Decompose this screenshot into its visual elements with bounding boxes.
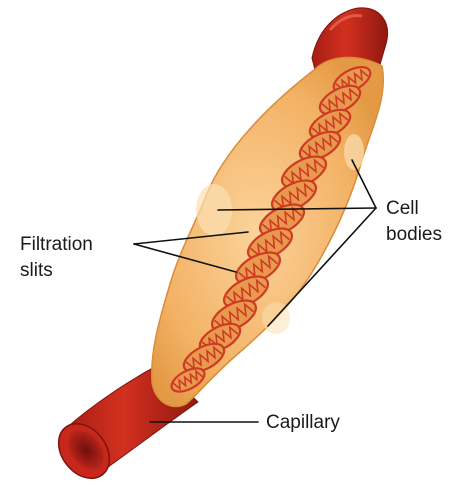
leader-cell-2 [352,160,376,208]
label-filtration-line1: Filtration [20,234,93,255]
label-capillary: Capillary [266,412,340,433]
label-cell-line2: bodies [386,224,442,245]
label-filtration-line2: slits [20,260,53,281]
label-cell-line1: Cell [386,198,419,219]
